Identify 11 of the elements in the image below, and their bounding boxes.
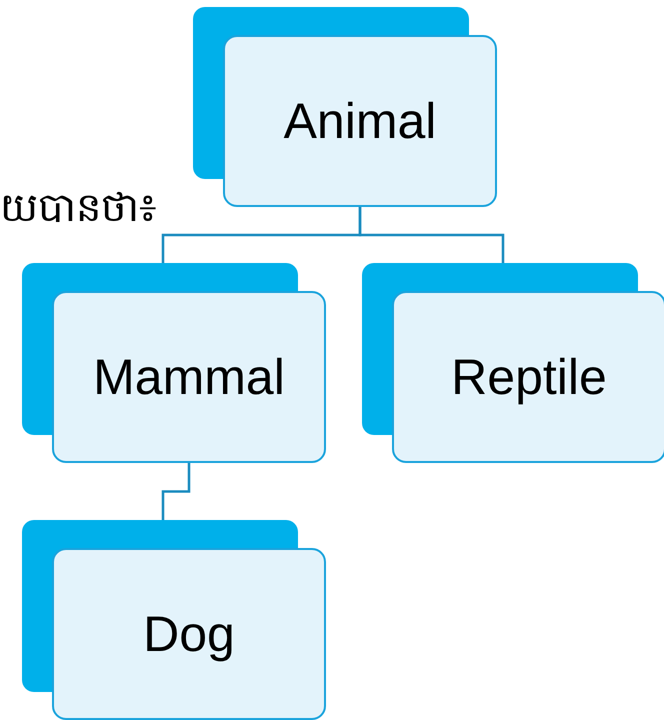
node-label: Mammal [93, 348, 285, 406]
hierarchy-box [22, 520, 326, 720]
hierarchy-box [22, 263, 326, 463]
node-label: Reptile [451, 348, 607, 406]
node-label: Animal [284, 92, 436, 150]
hierarchy-box [362, 263, 664, 463]
hierarchy-box [193, 7, 497, 207]
connector-line [162, 463, 190, 520]
caption-text: យបានថា៖ [0, 184, 157, 233]
node-label: Dog [143, 605, 235, 663]
connector-line [358, 207, 504, 263]
